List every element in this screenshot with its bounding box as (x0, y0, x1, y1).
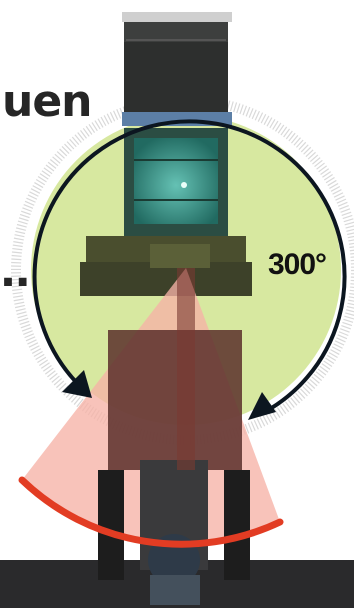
upper-structure (80, 236, 252, 296)
left-text-fragment: … (0, 250, 30, 294)
front-blade (122, 12, 232, 126)
title-fragment: uen (2, 80, 92, 124)
cab (124, 128, 228, 236)
rotation-angle-label: 300° (268, 248, 326, 282)
chassis (98, 330, 250, 605)
